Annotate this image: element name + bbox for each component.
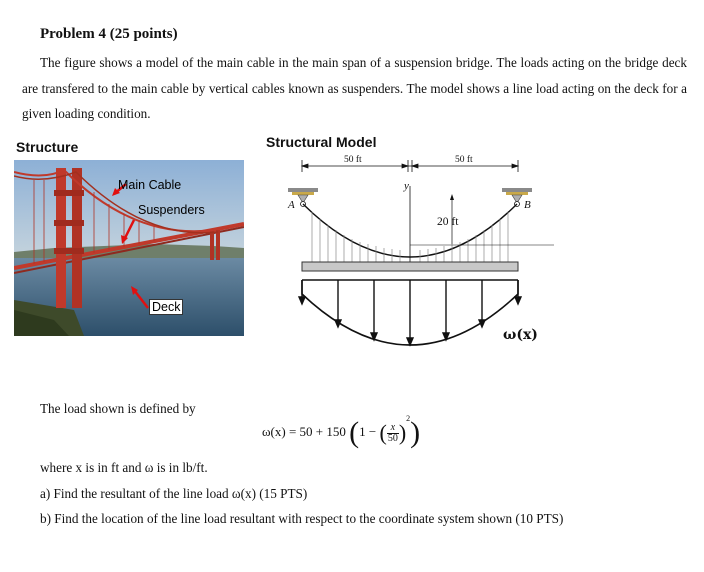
part-a-text: a) Find the resultant of the line load ω…: [40, 486, 308, 501]
part-b-text: b) Find the location of the line load re…: [40, 511, 564, 526]
problem-intro: The figure shows a model of the main cab…: [22, 55, 687, 121]
sag-label: 20 ft: [437, 216, 459, 228]
support-a: [288, 188, 318, 207]
deck-label: Deck: [149, 299, 184, 315]
model-heading: Structural Model: [266, 134, 377, 150]
main-cable-label: Main Cable: [118, 178, 182, 192]
equation-frac-num: x: [386, 422, 399, 434]
equation-frac-den: 50: [387, 432, 398, 444]
suspenders-label: Suspenders: [138, 203, 205, 217]
suspender-lines: [311, 212, 509, 262]
defined-by-text: The load shown is defined by: [40, 401, 196, 416]
support-a-label: A: [288, 199, 295, 211]
problem-title: Problem 4 (25 points): [40, 26, 178, 42]
y-axis-label: y: [404, 180, 409, 192]
dim-left-label: 50 ft: [344, 155, 362, 165]
structural-model-diagram: [288, 160, 554, 347]
distributed-load: [297, 279, 523, 347]
equation-power: 2: [406, 414, 411, 423]
equation-one-minus: 1 −: [359, 423, 377, 439]
bridge-deck: [301, 261, 519, 272]
structure-heading: Structure: [16, 139, 79, 155]
dim-right-label: 50 ft: [455, 155, 473, 165]
support-b-label: B: [524, 199, 531, 211]
equation-lhs: ω(x) = 50 + 150: [262, 423, 346, 439]
units-text: where x is in ft and ω is in lb/ft.: [40, 460, 208, 475]
bridge-photo: [14, 160, 244, 336]
load-function-label: ω(x): [503, 327, 538, 343]
